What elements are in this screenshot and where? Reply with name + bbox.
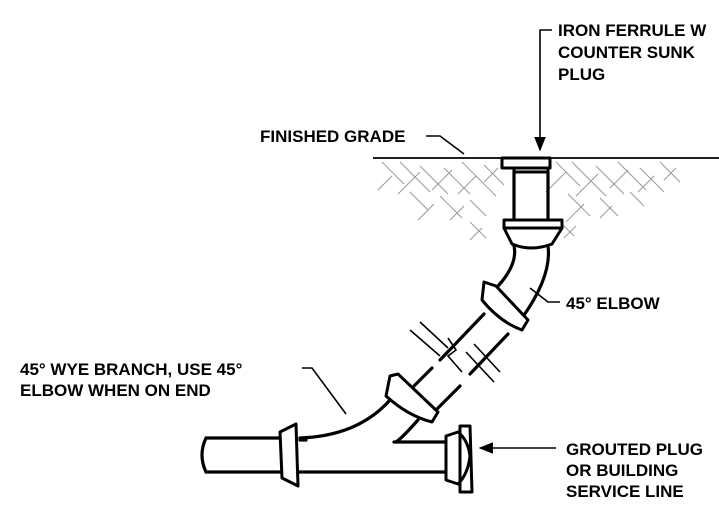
vertical-riser: [502, 170, 564, 230]
svg-text:ELBOW WHEN ON END: ELBOW WHEN ON END: [20, 381, 211, 400]
ferrule-label: IRON FERRULE W COUNTER SUNK PLUG: [558, 21, 707, 84]
iron-ferrule: [500, 156, 552, 174]
grouted-plug: [444, 424, 474, 494]
svg-text:COUNTER SUNK: COUNTER SUNK: [558, 43, 696, 62]
svg-text:GROUTED PLUG: GROUTED PLUG: [566, 440, 703, 459]
svg-text:SERVICE LINE: SERVICE LINE: [566, 482, 684, 501]
svg-text:OR BUILDING: OR BUILDING: [566, 461, 678, 480]
leader-lines: [302, 29, 560, 454]
forty-five-elbow: [496, 244, 551, 320]
diagonal-pipe: [398, 312, 510, 420]
main-line-pipe: [200, 422, 450, 488]
svg-text:IRON FERRULE W: IRON FERRULE W: [558, 21, 707, 40]
svg-text:45° WYE BRANCH, USE 45°: 45° WYE BRANCH, USE 45°: [20, 360, 243, 379]
plug-label: GROUTED PLUG OR BUILDING SERVICE LINE: [566, 440, 703, 501]
wye-branch-hub: [384, 372, 440, 424]
wye-branch-label: 45° WYE BRANCH, USE 45° ELBOW WHEN ON EN…: [20, 360, 243, 400]
elbow-label: 45° ELBOW: [566, 294, 661, 313]
svg-text:PLUG: PLUG: [558, 65, 605, 84]
elbow-joint: [480, 280, 530, 332]
elbow-hub: [502, 226, 564, 250]
finished-grade-label: FINISHED GRADE: [260, 127, 405, 146]
soil-hatch: [377, 161, 681, 241]
